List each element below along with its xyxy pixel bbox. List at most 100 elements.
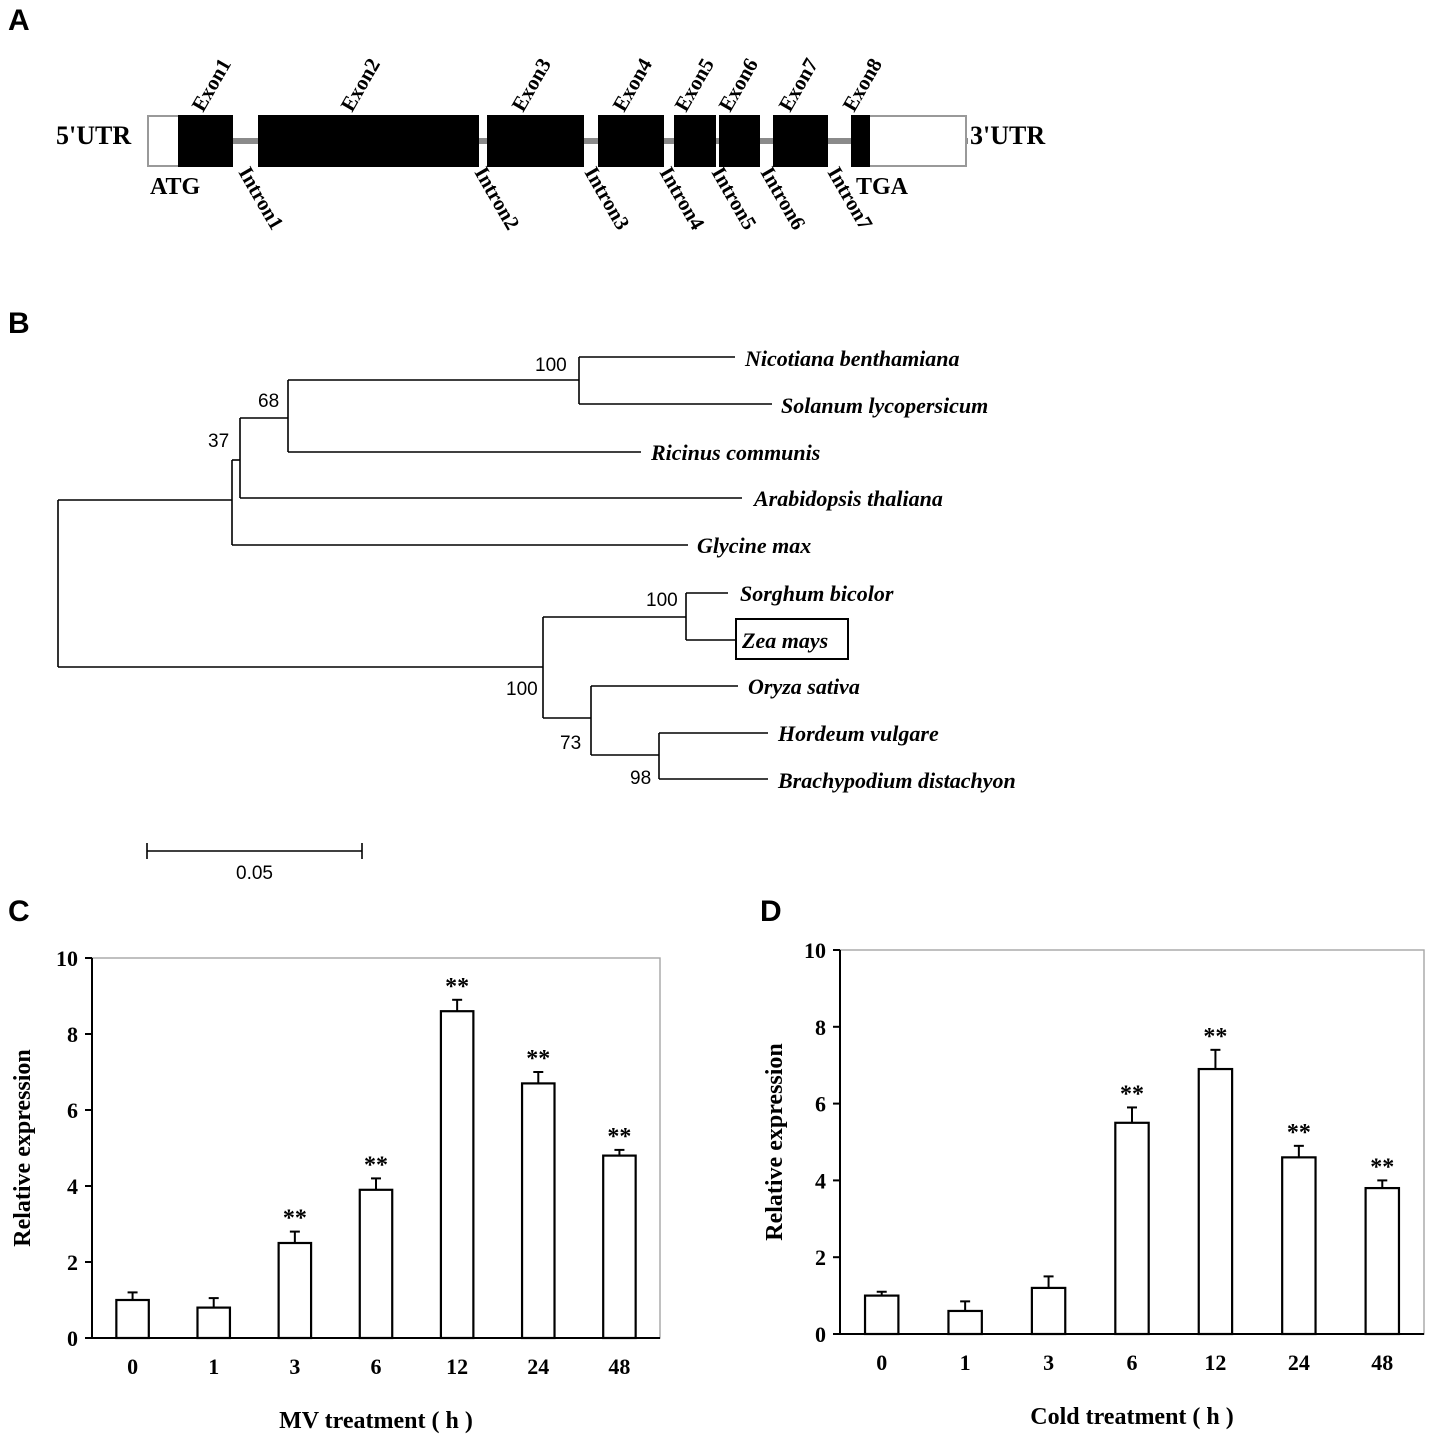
scale-bar-label: 0.05 — [236, 863, 273, 884]
y-tick-label: 6 — [815, 1092, 826, 1117]
bar — [1114, 1121, 1150, 1336]
x-tick-label: 0 — [876, 1350, 887, 1375]
panel-label-a: A — [8, 4, 30, 37]
x-tick-label: 24 — [1288, 1350, 1310, 1375]
bootstrap-hordeum-brachypodium: 98 — [630, 768, 651, 789]
significance-marker: ** — [1120, 1081, 1144, 1107]
x-tick-label: 12 — [446, 1354, 468, 1379]
bootstrap-monocots: 100 — [506, 679, 538, 700]
utr5-box — [147, 115, 181, 167]
bar — [1364, 1186, 1401, 1336]
x-axis-title: MV treatment ( h ) — [279, 1408, 473, 1434]
bootstrap-solanaceae-ricinus: 68 — [258, 391, 279, 412]
taxon-zea: Zea mays — [741, 628, 828, 653]
intron5-label: Intron5 — [707, 163, 762, 234]
x-tick-label: 6 — [371, 1354, 382, 1379]
x-tick-label: 12 — [1204, 1350, 1226, 1375]
y-tick-label: 2 — [815, 1245, 826, 1270]
taxon-glycine: Glycine max — [697, 533, 811, 558]
exon4-label: Exon4 — [608, 54, 658, 116]
start-codon-label: ATG — [150, 174, 201, 200]
bar — [277, 1241, 313, 1340]
stop-codon-label: TGA — [856, 174, 909, 200]
y-axis-title: Relative expression — [10, 1049, 36, 1247]
bar — [947, 1309, 983, 1336]
bar — [520, 1082, 556, 1340]
intron4-label: Intron4 — [655, 163, 710, 235]
tree-branches — [57, 356, 772, 780]
bar — [1197, 1067, 1234, 1336]
panel-label-b: B — [8, 307, 30, 340]
y-tick-label: 10 — [804, 938, 826, 963]
significance-marker: ** — [1203, 1024, 1227, 1050]
taxon-brachypodium: Brachypodium distachyon — [777, 768, 1016, 793]
exon7-label: Exon7 — [774, 54, 823, 116]
bar — [439, 1010, 475, 1340]
panel-label-c: C — [8, 895, 30, 928]
x-tick-label: 1 — [208, 1354, 219, 1379]
utr3-box — [867, 115, 967, 167]
x-tick-label: 0 — [127, 1354, 138, 1379]
taxon-arabidopsis: Arabidopsis thaliana — [752, 486, 943, 511]
intron6-label: Intron6 — [756, 163, 811, 234]
exon8-block — [851, 115, 870, 167]
exon5-block — [674, 115, 716, 167]
bar — [358, 1188, 394, 1340]
significance-marker: ** — [283, 1206, 307, 1232]
exon2-label: Exon2 — [336, 54, 385, 116]
significance-marker: ** — [1287, 1120, 1311, 1146]
exon1-label: Exon1 — [187, 54, 236, 116]
intron2-label: Intron2 — [470, 163, 525, 234]
bootstrap-pooideae-oryza: 73 — [560, 733, 581, 754]
exon1-block — [178, 115, 233, 167]
x-axis-title: Cold treatment ( h ) — [1030, 1404, 1234, 1430]
panel-a-gene-structure: A 5'UTR 3'UTR ATG TGA Exon1 Exon2 Exon3 … — [8, 4, 1045, 234]
utr3-label: 3'UTR — [970, 121, 1045, 150]
panel-label-d: D — [760, 895, 782, 928]
exon7-block — [773, 115, 828, 167]
y-tick-label: 4 — [67, 1174, 78, 1199]
y-tick-label: 2 — [67, 1250, 78, 1275]
bootstrap-dicot-inner: 37 — [208, 431, 229, 452]
taxon-sorghum: Sorghum bicolor — [740, 581, 894, 606]
exon3-label: Exon3 — [507, 54, 556, 116]
y-tick-label: 4 — [815, 1168, 826, 1193]
scale-bar — [146, 843, 363, 859]
bar — [602, 1154, 637, 1340]
y-tick-label: 6 — [67, 1098, 78, 1123]
exon8-label: Exon8 — [838, 54, 887, 116]
exon2-block — [258, 115, 479, 167]
y-tick-label: 8 — [815, 1015, 826, 1040]
bar — [1030, 1286, 1067, 1336]
significance-marker: ** — [526, 1046, 550, 1072]
x-tick-label: 48 — [608, 1354, 630, 1379]
significance-marker: ** — [445, 974, 469, 1000]
x-tick-label: 6 — [1127, 1350, 1138, 1375]
x-tick-label: 3 — [289, 1354, 300, 1379]
exon4-block — [598, 115, 664, 167]
y-tick-label: 8 — [67, 1022, 78, 1047]
utr5-label: 5'UTR — [56, 121, 131, 150]
bootstrap-sorghum-zea: 100 — [646, 590, 678, 611]
taxon-hordeum: Hordeum vulgare — [777, 721, 939, 746]
y-tick-label: 10 — [56, 946, 78, 971]
panel-b-phylogenetic-tree: B — [8, 307, 1016, 884]
taxon-ricinus: Ricinus communis — [650, 440, 820, 465]
bootstrap-nicotiana-solanum: 100 — [535, 355, 567, 376]
y-tick-label: 0 — [67, 1326, 78, 1351]
intron1-label: Intron1 — [234, 163, 289, 234]
taxon-solanum: Solanum lycopersicum — [781, 393, 988, 418]
x-tick-label: 3 — [1043, 1350, 1054, 1375]
x-tick-label: 1 — [960, 1350, 971, 1375]
intron3-label: Intron3 — [580, 163, 635, 234]
y-tick-label: 0 — [815, 1322, 826, 1347]
x-tick-label: 48 — [1371, 1350, 1393, 1375]
bar — [196, 1306, 232, 1340]
taxon-nicotiana: Nicotiana benthamiana — [744, 346, 960, 371]
y-axis-title: Relative expression — [762, 1043, 788, 1241]
bar — [1281, 1156, 1317, 1336]
exon3-block — [487, 115, 584, 167]
